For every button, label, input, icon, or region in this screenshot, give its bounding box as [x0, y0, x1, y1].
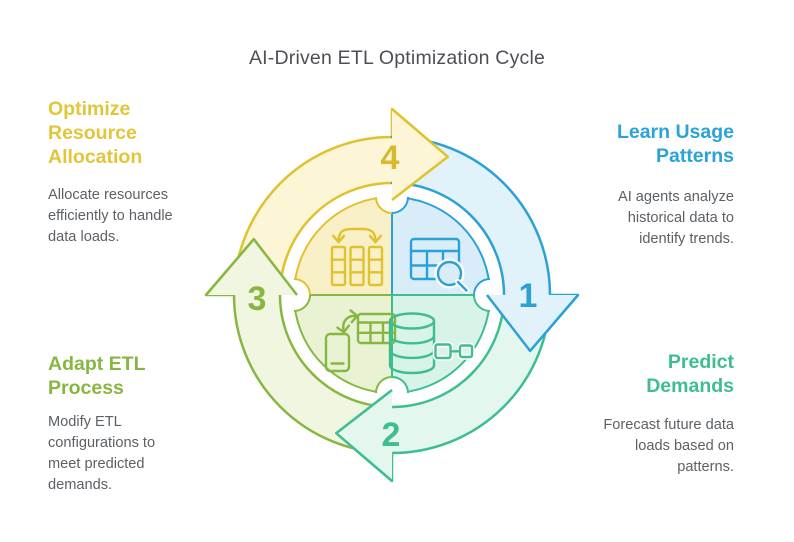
step-heading-adapt: Adapt ETL Process	[48, 352, 248, 400]
quadrant-icons	[324, 227, 475, 375]
heading-line: Demands	[646, 375, 734, 397]
step-heading-learn: Learn Usage Patterns	[534, 120, 734, 168]
step-heading-predict: Predict Demands	[534, 350, 734, 398]
heading-line: Adapt ETL	[48, 353, 146, 375]
body-line: loads based on	[635, 438, 734, 454]
device-table-sync-icon	[324, 309, 397, 373]
cycle-diagram-wrap: 4 1 2 3	[202, 105, 582, 485]
body-line: Forecast future data	[603, 417, 734, 433]
step-heading-optimize: Optimize Resource Allocation	[48, 97, 248, 169]
step-body-adapt: Modify ETL configurations to meet predic…	[48, 412, 248, 496]
resource-columns-icon	[330, 227, 384, 287]
body-line: efficiently to handle	[48, 208, 173, 224]
step-numbers: 4 1 2 3	[248, 139, 538, 454]
cycle-arrows	[204, 107, 580, 483]
body-line: patterns.	[677, 459, 734, 475]
arrowhead-4	[391, 108, 450, 201]
arrowhead-2	[334, 389, 393, 482]
body-line: historical data to	[627, 210, 734, 226]
step-number-3: 3	[248, 280, 267, 318]
body-line: identify trends.	[639, 231, 734, 247]
table-search-icon	[409, 237, 470, 294]
database-flow-icon	[388, 312, 475, 375]
body-line: meet predicted	[48, 456, 145, 472]
step-body-optimize: Allocate resources efficiently to handle…	[48, 185, 248, 248]
step-body-learn: AI agents analyze historical data to ide…	[534, 187, 734, 250]
body-line: demands.	[48, 477, 113, 493]
diagram-title: AI-Driven ETL Optimization Cycle	[248, 47, 546, 69]
heading-line: Predict	[667, 351, 734, 373]
step-block-predict: Predict Demands Forecast future data loa…	[534, 350, 734, 478]
arrowhead-3	[205, 237, 298, 296]
heading-line: Learn Usage	[616, 121, 734, 143]
body-line: Modify ETL	[48, 414, 122, 430]
step-number-4: 4	[381, 139, 400, 177]
heading-line: Optimize	[48, 98, 131, 120]
step-number-2: 2	[382, 416, 401, 454]
step-block-adapt: Adapt ETL Process Modify ETL configurati…	[48, 352, 248, 496]
heading-line: Resource	[48, 122, 137, 144]
heading-line: Patterns	[655, 145, 734, 167]
body-line: AI agents analyze	[617, 189, 734, 205]
heading-line: Allocation	[48, 146, 143, 168]
heading-line: Process	[48, 377, 124, 399]
step-block-optimize: Optimize Resource Allocation Allocate re…	[48, 97, 248, 248]
step-body-predict: Forecast future data loads based on patt…	[534, 415, 734, 478]
cycle-diagram: 4 1 2 3	[204, 107, 580, 483]
arrowhead-1	[486, 294, 579, 353]
step-block-learn: Learn Usage Patterns AI agents analyze h…	[534, 120, 734, 250]
step-number-1: 1	[519, 277, 538, 315]
body-line: Allocate resources	[48, 187, 169, 203]
body-line: data loads.	[48, 229, 120, 245]
body-line: configurations to	[48, 435, 156, 451]
